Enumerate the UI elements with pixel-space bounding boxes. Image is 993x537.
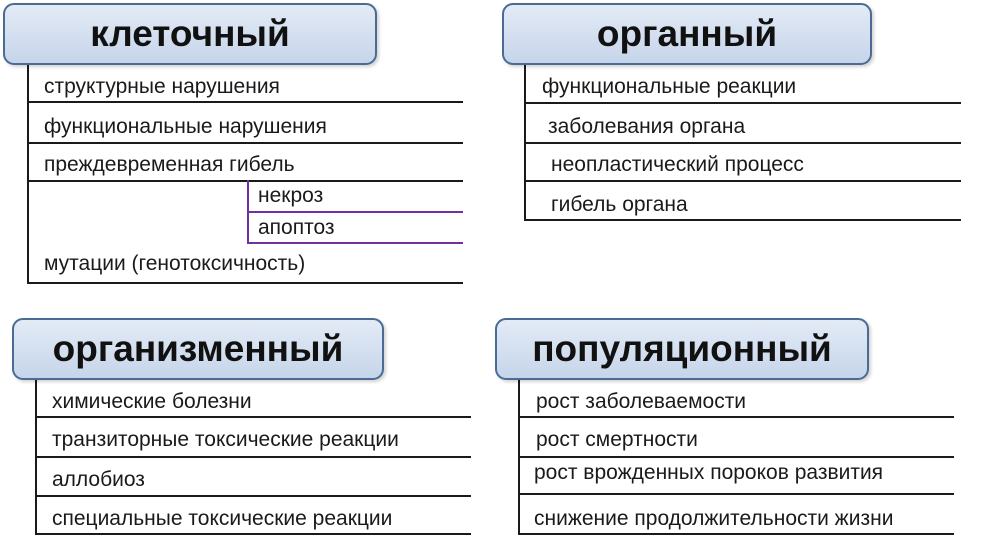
organism-item-allobiosis: аллобиоз (52, 468, 145, 491)
cellular-item-mutations: мутации (генотоксичность) (44, 252, 306, 275)
organ-item-organ-disease: заболевания органа (548, 115, 746, 138)
organism-level-header: организменный (12, 318, 384, 380)
population-item-life-expectancy: снижение продолжительности жизни (534, 507, 894, 530)
organism-item-special-reactions: специальные токсические реакции (52, 507, 393, 530)
organism-underline (35, 416, 471, 418)
organism-underline (35, 456, 471, 458)
organism-item-transient-reactions: транзиторные токсические реакции (52, 428, 399, 451)
organ-item-organ-death: гибель органа (551, 193, 688, 216)
organ-connector-line (524, 58, 526, 220)
cellular-underline (27, 282, 463, 284)
population-underline (518, 533, 954, 535)
population-item-mortality-growth: рост смертности (536, 428, 698, 451)
cellular-item-structural: структурные нарушения (44, 75, 280, 98)
population-connector-line (518, 374, 520, 534)
organ-level-header: органный (502, 3, 872, 65)
population-underline (518, 416, 954, 418)
subitem-underline (247, 211, 463, 213)
subitem-apoptosis: апоптоз (258, 216, 335, 239)
organism-connector-line (35, 374, 37, 534)
cellular-item-functional: функциональные нарушения (44, 115, 327, 138)
cellular-underline (27, 142, 463, 144)
organism-underline (35, 495, 471, 497)
cellular-level-header: клеточный (3, 3, 377, 65)
cellular-connector-line (27, 58, 29, 283)
organism-underline (35, 533, 471, 535)
organ-item-neoplastic: неопластический процесс (551, 153, 804, 176)
organ-underline (524, 142, 961, 144)
organ-underline (524, 219, 961, 221)
cellular-underline (27, 101, 463, 103)
organ-underline (524, 102, 961, 104)
cellular-item-premature-death: преждевременная гибель (44, 153, 295, 176)
population-item-congenital-defects: рост врожденных пороков развития (534, 461, 884, 484)
organism-item-chemical-diseases: химические болезни (52, 390, 252, 413)
population-underline (518, 456, 954, 458)
cellular-underline (27, 180, 463, 182)
population-underline (518, 493, 954, 495)
organ-item-functional-reactions: функциональные реакции (542, 75, 797, 98)
organ-underline (524, 180, 961, 182)
subitem-necrosis: некроз (258, 184, 324, 207)
subitem-underline (247, 242, 463, 244)
population-level-header: популяционный (495, 318, 869, 380)
population-item-morbidity-growth: рост заболеваемости (536, 390, 747, 413)
